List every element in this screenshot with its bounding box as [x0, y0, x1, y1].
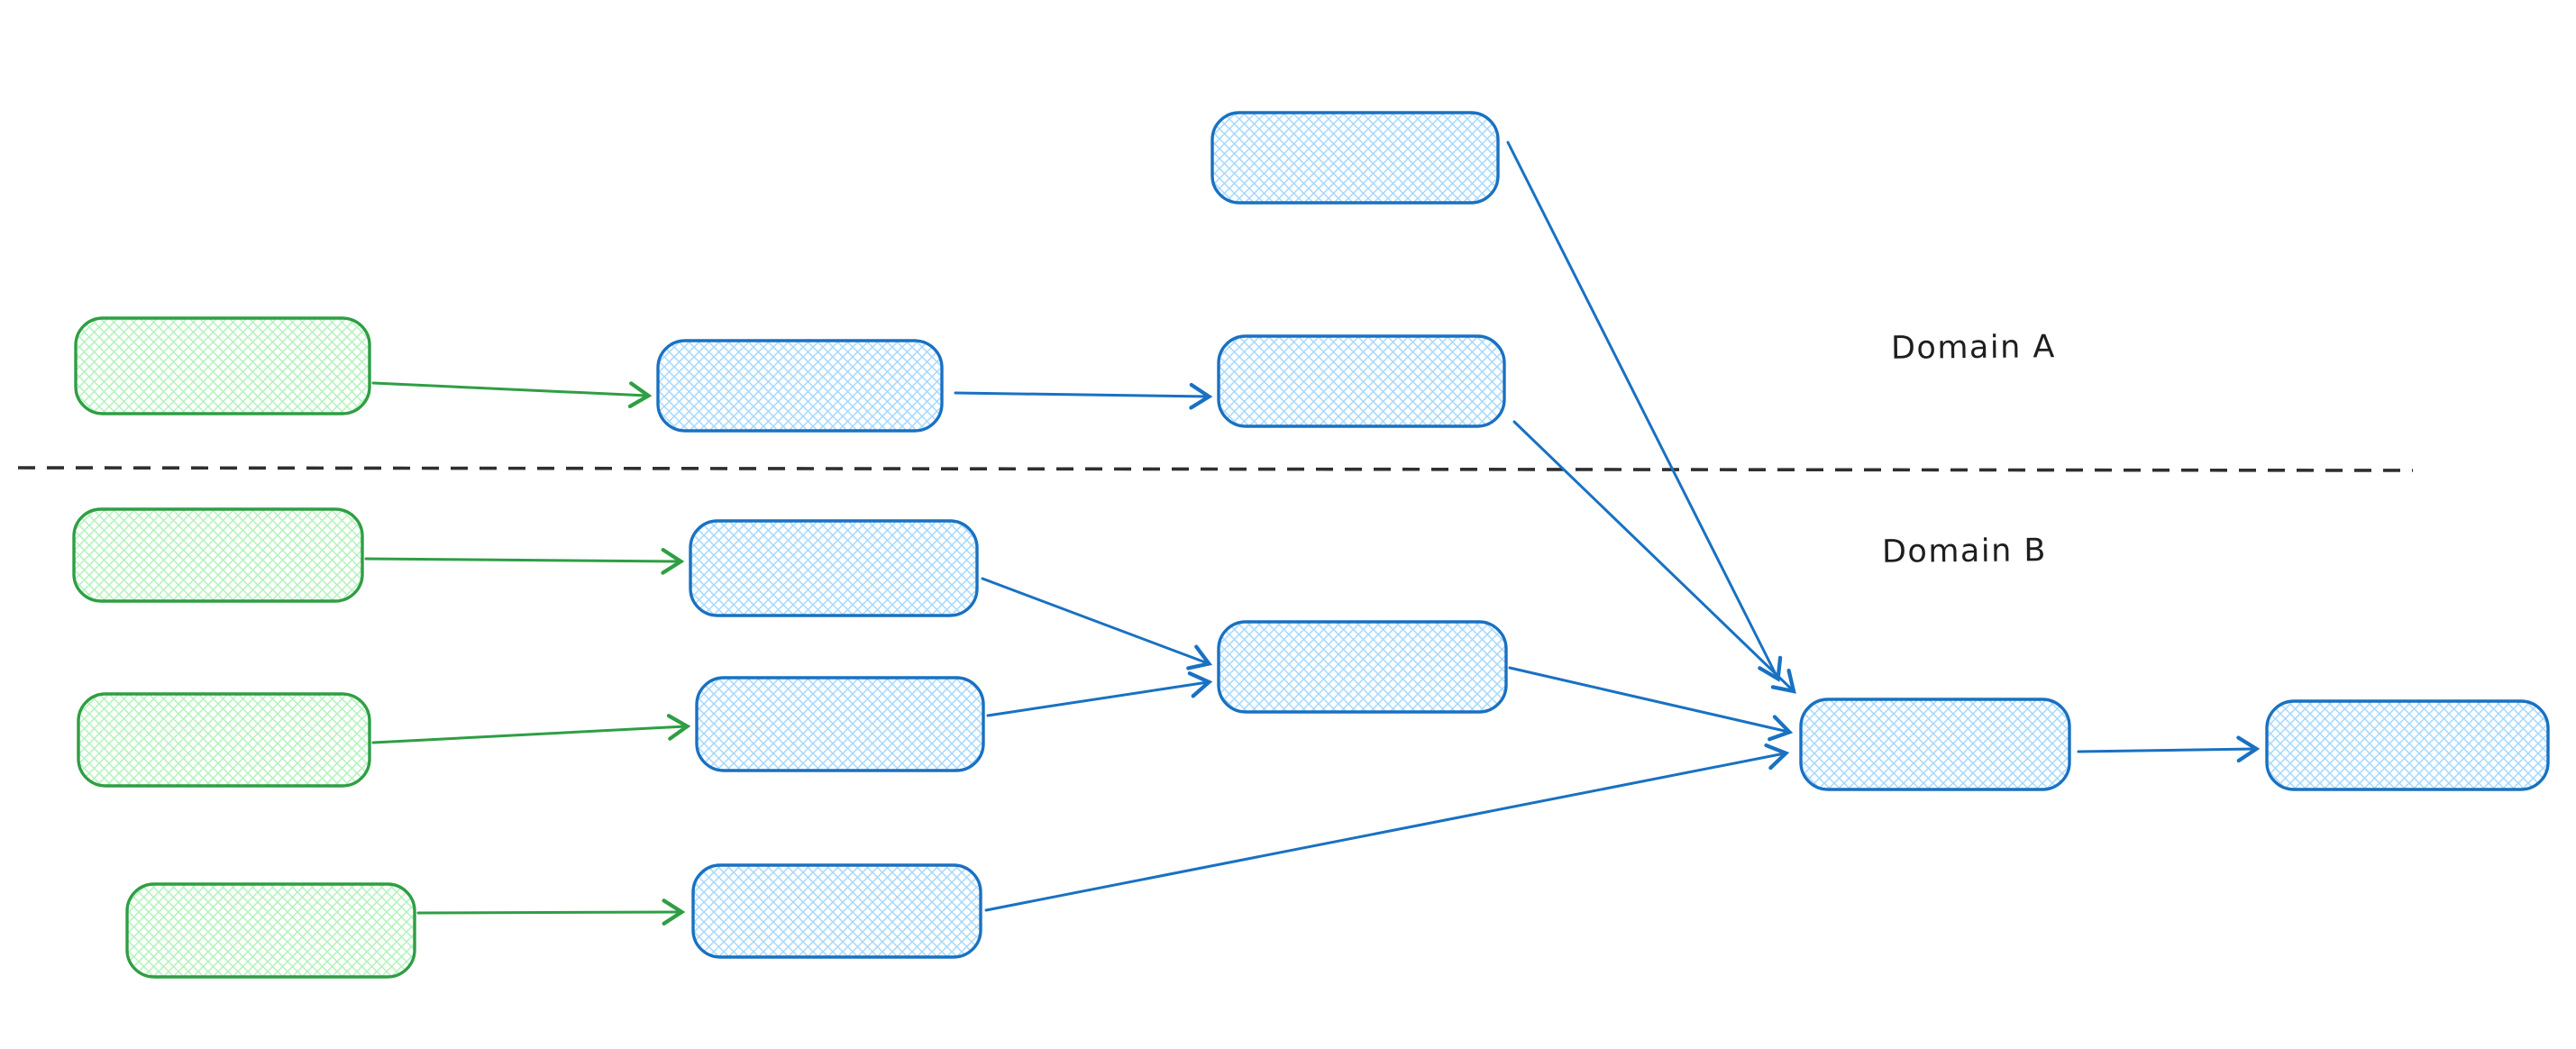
box-source-b3[interactable] [125, 882, 416, 979]
box-stage1-a[interactable] [656, 339, 944, 433]
box-stage1-b2[interactable] [695, 676, 985, 772]
box-aggregate[interactable] [1799, 698, 2071, 791]
box-stage1-b1-rect[interactable] [689, 519, 979, 617]
box-merge-b-rect[interactable] [1217, 620, 1508, 714]
arrow-stage1-a-to-stage2-a[interactable] [954, 382, 1213, 410]
label-domain-a[interactable]: Domain A [1890, 329, 2057, 367]
domain-divider-line[interactable] [17, 466, 2414, 472]
box-stage1-b2-rect[interactable] [695, 676, 985, 772]
box-final[interactable] [2265, 699, 2550, 791]
box-floating-top-rect[interactable] [1210, 111, 1500, 205]
arrow-stage1-b2-to-merge-b[interactable] [986, 671, 1213, 717]
box-source-b2-rect[interactable] [77, 692, 371, 788]
label-domain-b[interactable]: Domain B [1881, 533, 2048, 570]
arrow-source-b2-to-stage1-b2[interactable] [371, 714, 691, 744]
box-source-b3-rect[interactable] [125, 882, 416, 979]
box-stage1-b3[interactable] [691, 863, 982, 959]
box-aggregate-rect[interactable] [1799, 698, 2071, 791]
box-stage2-a[interactable] [1217, 334, 1506, 428]
box-floating-top[interactable] [1210, 111, 1500, 205]
arrow-source-a-to-stage1-a[interactable] [371, 381, 653, 409]
arrow-merge-b-to-aggregate[interactable] [1508, 666, 1794, 742]
box-source-b1-rect[interactable] [72, 507, 364, 603]
arrow-source-b1-to-stage1-b1[interactable] [364, 547, 685, 575]
box-stage1-b3-rect[interactable] [691, 863, 982, 959]
box-source-b1[interactable] [72, 507, 364, 603]
box-merge-b[interactable] [1217, 620, 1508, 714]
box-stage2-a-rect[interactable] [1217, 334, 1506, 428]
box-source-b2[interactable] [77, 692, 371, 788]
box-source-a[interactable] [74, 316, 371, 415]
arrow-source-b3-to-stage1-b3[interactable] [416, 898, 686, 926]
arrow-aggregate-to-final[interactable] [2077, 735, 2261, 763]
arrow-floating-top-to-aggregate[interactable] [1506, 141, 1783, 682]
arrow-stage2-a-to-aggregate[interactable] [1512, 420, 1796, 694]
box-final-rect[interactable] [2265, 699, 2550, 791]
box-stage1-a-rect[interactable] [656, 339, 944, 433]
arrow-stage1-b1-to-merge-b[interactable] [981, 577, 1213, 670]
box-source-a-rect[interactable] [74, 316, 371, 415]
arrow-stage1-b3-to-aggregate[interactable] [984, 743, 1790, 912]
box-stage1-b1[interactable] [689, 519, 979, 617]
